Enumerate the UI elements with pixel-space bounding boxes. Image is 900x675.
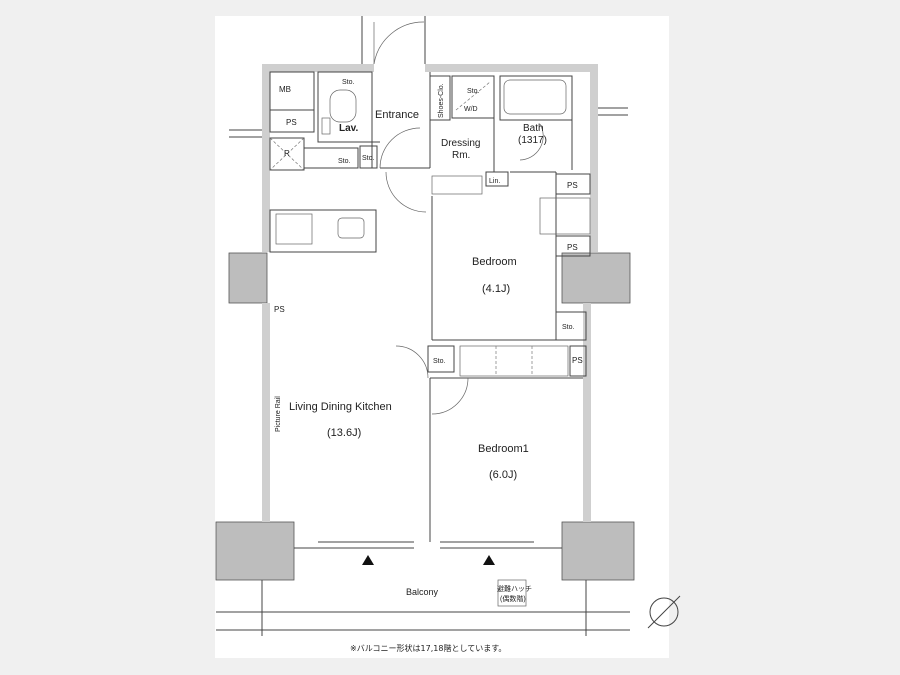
bedroom1-label: Bedroom1 [478,443,529,455]
window-arrow-right [483,555,495,565]
interior-walls [216,71,630,636]
sto-lav-label: Sto. [342,79,355,86]
wd-label: W/D [464,106,478,113]
ps-label-top: PS [286,118,297,127]
balcony-label: Balcony [406,587,439,597]
hatch-label-2: (偶数階) [500,594,526,603]
compass-icon [647,595,681,629]
hatch-label: 避難ハッチ [497,584,532,593]
ps-label-right-mid: PS [567,243,578,252]
window-arrow-left [362,555,374,565]
lav-label: Lav. [339,123,358,134]
picture-rail-label: Picture Rail [275,396,282,432]
balcony-note: ※バルコニー形状は17,18階としています。 [350,644,507,653]
entrance-label: Entrance [375,109,419,121]
ps-label-right-top: PS [567,181,578,190]
structural-walls [215,16,635,581]
sto-laundry-label: Sto. [467,88,480,95]
door-swings [373,21,544,415]
ldk-size-label: (13.6J) [327,427,361,439]
ldk-label: Living Dining Kitchen [289,401,392,413]
bath-label: Bath [523,123,544,134]
shoes-closet-label: Shoes-Clo. [438,83,445,118]
sto-hall-label: Sto. [433,358,446,365]
sto-kitchen-label: Sto. [338,158,351,165]
ps-label-right-low: PS [572,356,583,365]
mb-label: MB [279,85,291,94]
bedroom-size-label: (4.1J) [482,283,510,295]
ps-label-left: PS [274,305,285,314]
dressing-label: Dressing [441,138,480,149]
bath-size-label: (1317) [518,135,547,146]
bedroom1-size-label: (6.0J) [489,469,517,481]
sto-entry-label: Sto. [362,155,375,162]
sto-bedroom-label: Sto. [562,324,575,331]
bedroom-label: Bedroom [472,256,517,268]
lin-label: Lin. [489,178,500,185]
refrigerator-label: R [284,149,290,158]
dressing-label-2: Rm. [452,150,470,161]
